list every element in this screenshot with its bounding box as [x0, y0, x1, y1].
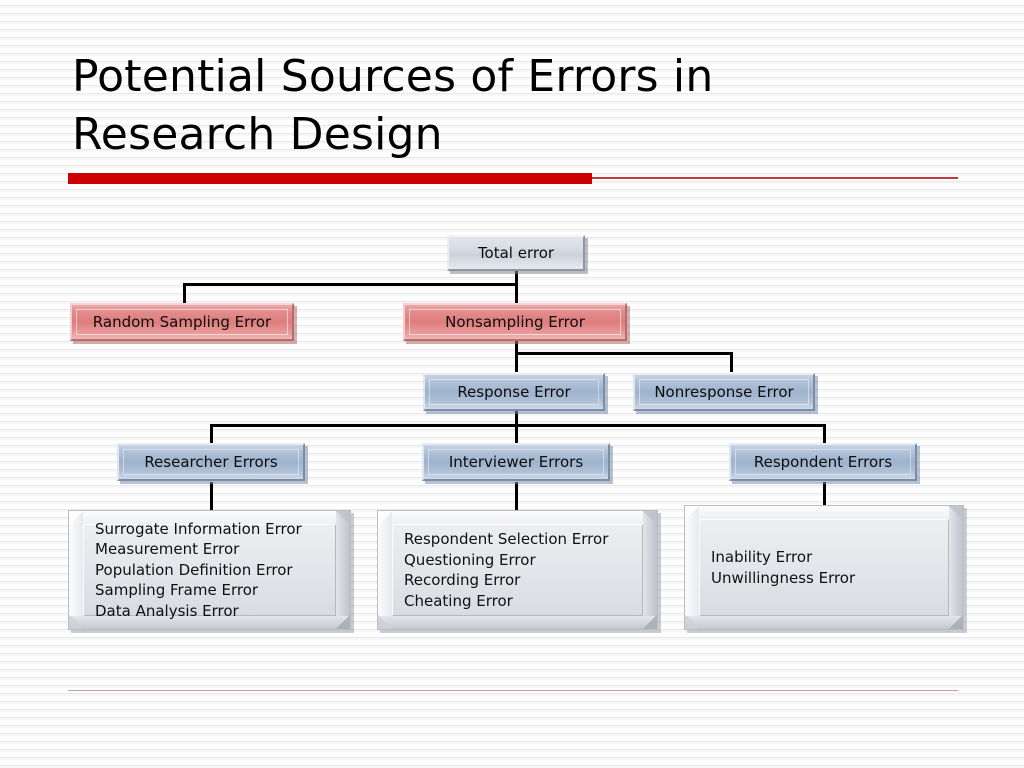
list-item: Questioning Error: [404, 550, 536, 569]
plaque-bevel-right: [949, 506, 963, 629]
node-nonsampling-error-label: Nonsampling Error: [445, 313, 585, 331]
connector-nonsampling-down: [515, 341, 518, 353]
node-nonresponse-error[interactable]: Nonresponse Error: [633, 373, 815, 411]
node-random-sampling-error[interactable]: Random Sampling Error: [70, 303, 294, 341]
title-accent-bar: [68, 173, 592, 184]
connector-to-interviewer-errors: [515, 424, 518, 444]
connector-tier3-bus: [210, 424, 826, 427]
node-total-error[interactable]: Total error: [447, 235, 585, 271]
detail-list-interviewer-items: Respondent Selection Error Questioning E…: [404, 511, 639, 629]
node-total-error-label: Total error: [477, 244, 555, 262]
list-item: Population Definition Error: [95, 560, 293, 579]
list-item: Respondent Selection Error: [404, 530, 609, 548]
node-plate: [422, 443, 610, 481]
connector-interviewer-to-list: [515, 482, 518, 510]
node-plate: [423, 373, 605, 411]
list-item: Measurement Error: [95, 540, 240, 559]
node-respondent-errors-label: Respondent Errors: [753, 453, 893, 471]
list-item: Surrogate Information Error: [95, 519, 302, 538]
node-nonresponse-error-label: Nonresponse Error: [654, 383, 794, 401]
detail-list-respondent-items: Inability Error Unwillingness Error: [711, 506, 945, 629]
node-plate: [403, 303, 627, 341]
node-plate: [633, 373, 815, 411]
connector-response-down: [515, 411, 518, 426]
node-researcher-errors-label: Researcher Errors: [144, 453, 278, 471]
detail-list-researcher[interactable]: Surrogate Information Error Measurement …: [68, 510, 351, 630]
detail-list-respondent[interactable]: Inability Error Unwillingness Error: [684, 505, 964, 630]
list-item: Unwillingness Error: [711, 568, 856, 587]
page-title: Potential Sources of Errors in Research …: [72, 48, 972, 164]
list-item: Cheating Error: [404, 591, 513, 610]
detail-list-interviewer[interactable]: Respondent Selection Error Questioning E…: [377, 510, 658, 630]
connector-respondent-to-list: [823, 482, 826, 510]
list-item: Inability Error: [711, 548, 813, 566]
node-plate: [70, 303, 294, 341]
node-response-error-label: Response Error: [457, 383, 571, 401]
connector-researcher-to-list: [210, 482, 213, 510]
connector-to-nonresponse-error: [730, 352, 733, 372]
plaque-bevel-right: [643, 511, 657, 629]
connector-tier1-bus: [183, 283, 518, 286]
node-interviewer-errors[interactable]: Interviewer Errors: [422, 443, 610, 481]
list-item: Sampling Frame Error: [95, 581, 259, 600]
connector-to-respondent-errors: [823, 424, 826, 444]
plaque-bevel-right: [336, 511, 350, 629]
page-title-text: Potential Sources of Errors in Research …: [72, 51, 714, 160]
title-accent-line: [592, 177, 958, 179]
connector-to-researcher-errors: [210, 424, 213, 444]
footer-divider: [68, 690, 958, 691]
connector-to-nonsampling: [515, 283, 518, 303]
node-plate: [447, 235, 585, 271]
connector-to-random-sampling: [183, 283, 186, 303]
node-researcher-errors[interactable]: Researcher Errors: [117, 443, 305, 481]
list-item: Data Analysis Error: [95, 601, 239, 620]
node-random-sampling-error-label: Random Sampling Error: [92, 313, 272, 331]
node-response-error[interactable]: Response Error: [423, 373, 605, 411]
plaque-bevel-left: [685, 506, 699, 629]
plaque-bevel-left: [378, 511, 392, 629]
detail-list-researcher-items: Surrogate Information Error Measurement …: [95, 511, 332, 629]
connector-total-down: [515, 270, 518, 284]
node-plate: [729, 443, 917, 481]
list-item: Recording Error: [404, 571, 521, 589]
node-plate: [117, 443, 305, 481]
node-respondent-errors[interactable]: Respondent Errors: [729, 443, 917, 481]
connector-tier2-bus: [515, 352, 733, 355]
node-nonsampling-error[interactable]: Nonsampling Error: [403, 303, 627, 341]
node-interviewer-errors-label: Interviewer Errors: [448, 453, 584, 471]
plaque-bevel-left: [69, 511, 83, 629]
connector-to-response-error: [515, 352, 518, 372]
